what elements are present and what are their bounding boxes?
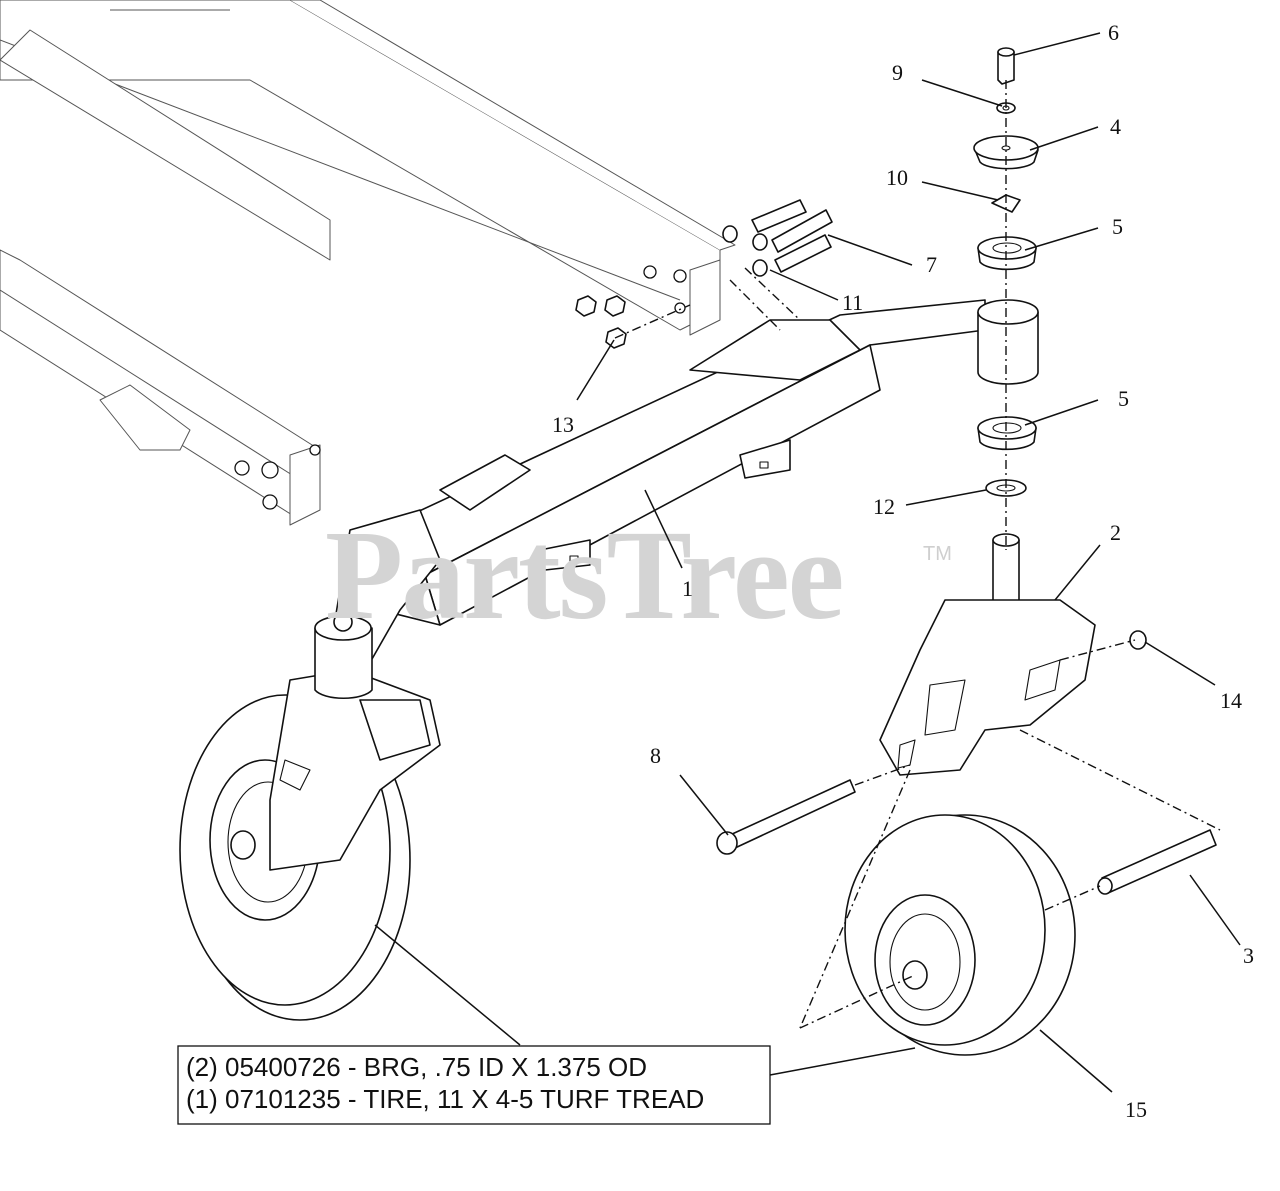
callout-12: 12 bbox=[873, 494, 895, 519]
clip-10 bbox=[991, 194, 1021, 213]
bolt-6 bbox=[997, 47, 1015, 85]
bearing-5-lower bbox=[977, 416, 1037, 451]
watermark-text: PartsTree bbox=[325, 504, 842, 646]
callout-2: 2 bbox=[1110, 520, 1121, 545]
callout-10: 10 bbox=[886, 165, 908, 190]
nuts-13 bbox=[575, 295, 627, 349]
bolts-7 bbox=[722, 199, 833, 273]
note-line-2: (1) 07101235 - TIRE, 11 X 4-5 TURF TREAD bbox=[186, 1084, 704, 1114]
centerlines bbox=[614, 80, 1221, 1029]
watermark-trademark: TM bbox=[923, 543, 952, 565]
callout-1: 1 bbox=[682, 576, 693, 601]
pin-8 bbox=[716, 779, 856, 855]
main-frame bbox=[0, 0, 736, 526]
callout-3: 3 bbox=[1243, 943, 1254, 968]
leader-lines bbox=[374, 32, 1241, 1093]
callout-13: 13 bbox=[552, 412, 574, 437]
spacer-3 bbox=[1097, 829, 1217, 895]
front-axle bbox=[329, 299, 986, 681]
cap-4 bbox=[973, 135, 1039, 170]
callout-11: 11 bbox=[842, 290, 863, 315]
pivot-tube bbox=[977, 299, 1039, 385]
parts-note-box: (2) 05400726 - BRG, .75 ID X 1.375 OD (1… bbox=[177, 1045, 771, 1125]
callout-7: 7 bbox=[926, 252, 937, 277]
right-wheel bbox=[844, 814, 1076, 1056]
fitting-14 bbox=[1129, 630, 1147, 650]
callout-8: 8 bbox=[650, 743, 661, 768]
callout-5-lower: 5 bbox=[1118, 386, 1129, 411]
bearing-5-upper bbox=[977, 236, 1037, 271]
callout-6: 6 bbox=[1108, 20, 1119, 45]
spindle-yoke bbox=[879, 533, 1096, 776]
callout-14: 14 bbox=[1220, 688, 1242, 713]
note-line-1: (2) 05400726 - BRG, .75 ID X 1.375 OD bbox=[186, 1052, 647, 1082]
callout-4: 4 bbox=[1110, 114, 1121, 139]
left-wheel-assembly bbox=[179, 612, 441, 1021]
washer-11 bbox=[752, 259, 768, 277]
callout-labels: 1 2 3 4 5 5 6 7 8 9 10 11 12 13 14 15 bbox=[552, 20, 1254, 1122]
callout-5-upper: 5 bbox=[1112, 214, 1123, 239]
callout-9: 9 bbox=[892, 60, 903, 85]
callout-15: 15 bbox=[1125, 1097, 1147, 1122]
